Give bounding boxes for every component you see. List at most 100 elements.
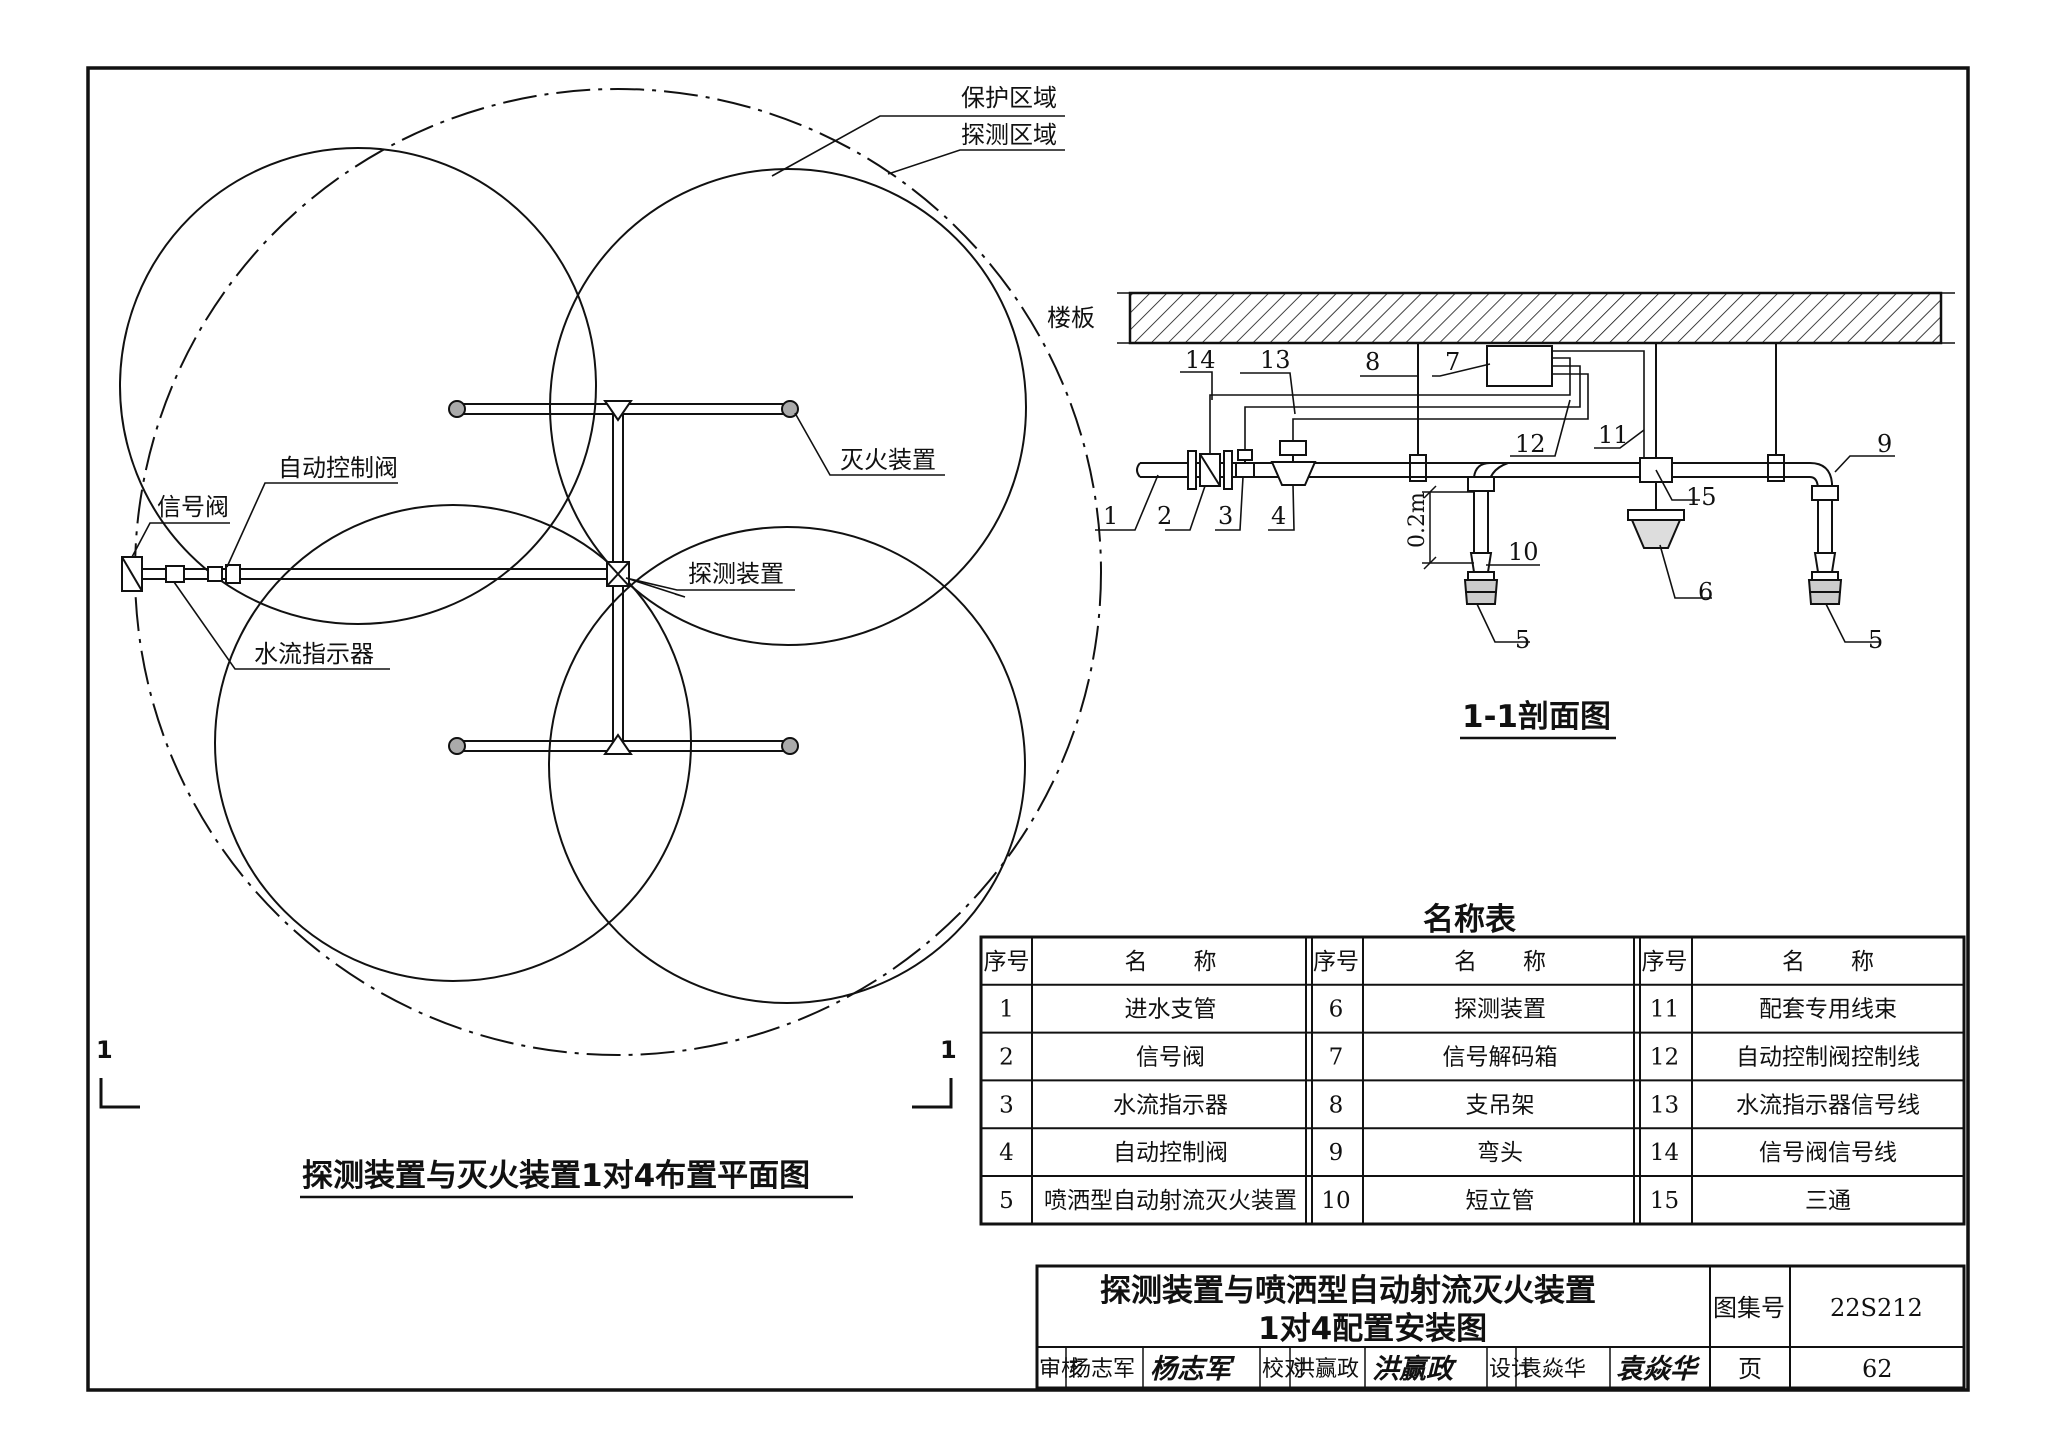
table-title: 名称表 [1423,902,1516,938]
signal-valve-label: 信号阀 [157,493,229,521]
page-number: 62 [1862,1355,1893,1383]
plan-signal-valve [121,556,143,592]
table-cell-no: 6 [1329,997,1344,1023]
table-header-no: 序号 [1642,949,1688,975]
section-title: 1-1剖面图 [1462,699,1611,735]
callout-15: 15 [1686,483,1717,511]
table-cell-name: 喷洒型自动射流灭火装置 [1044,1188,1297,1214]
callout-1: 1 [1103,502,1118,530]
section-signal-valve [1187,450,1233,490]
detector-label: 探测装置 [688,560,784,588]
reviewer-signature: 杨志军 [1150,1354,1235,1385]
atlas-number-label: 图集号 [1713,1294,1785,1322]
drawing-title-line1: 探测装置与喷洒型自动射流灭火装置 [1100,1273,1596,1309]
extinguisher-label: 灭火装置 [840,446,936,474]
table-header-no: 序号 [1313,949,1359,975]
check-label: 校对 [1262,1357,1306,1382]
plan-title: 探测装置与灭火装置1对4布置平面图 [302,1158,810,1194]
plan-tee-fitting [603,733,633,755]
reviewer-name: 杨志军 [1069,1357,1135,1382]
atlas-number: 22S212 [1830,1294,1923,1322]
table-cell-no: 13 [1650,1092,1679,1118]
table-cell-no: 11 [1650,997,1679,1023]
section-view: 楼板 [1047,291,1955,740]
auto-valve-label: 自动控制阀 [278,454,398,482]
table-cell-name: 自动控制阀控制线 [1736,1045,1920,1071]
design-label: 设计 [1489,1357,1533,1382]
callout-10: 10 [1508,538,1539,566]
detection-zone-circle [549,168,1027,646]
table-cell-name: 进水支管 [1125,997,1217,1023]
section-detector [1627,482,1685,549]
detection-zone-circle [548,526,1026,1004]
plan-view: 保护区域 探测区域 自动控制阀 信号阀 水流指示器 灭火装置 探测装置 1 1 … [96,84,1102,1199]
callout-8: 8 [1365,348,1380,376]
designer-name: 袁焱华 [1520,1357,1586,1382]
plan-flow-indicator [165,565,185,583]
section-mark-right [912,1078,953,1109]
table-cell-no: 9 [1329,1140,1344,1166]
protection-zone-label: 保护区域 [961,84,1057,112]
designer-signature: 袁焱华 [1616,1354,1701,1385]
plan-nozzles [448,400,799,755]
plan-leaders [131,115,1065,670]
right-drop-pipe [1809,462,1839,553]
callout-13: 13 [1260,346,1291,374]
section-mark-right-label: 1 [940,1036,957,1064]
table-cell-no: 15 [1650,1188,1679,1214]
flow-indicator-label: 水流指示器 [254,640,374,668]
detection-zone-label: 探测区域 [961,121,1057,149]
table-cell-no: 4 [999,1140,1014,1166]
table-cell-name: 信号阀信号线 [1759,1140,1897,1166]
section-mark-left [99,1078,140,1109]
callout-12: 12 [1515,430,1546,458]
table-cell-name: 探测装置 [1454,997,1546,1023]
detection-zone-circle [119,147,597,625]
table-cell-no: 2 [999,1045,1014,1071]
page-label: 页 [1738,1355,1762,1383]
section-flow-indicator [1235,449,1255,478]
table-cell-no: 14 [1650,1140,1679,1166]
table-cell-no: 7 [1329,1045,1344,1071]
callout-7: 7 [1445,348,1460,376]
dimension-label: 0.2m [1405,492,1430,548]
left-drop-pipe [1467,462,1509,553]
table-cell-name: 水流指示器 [1113,1092,1228,1118]
left-nozzle [1463,552,1499,605]
floor-label: 楼板 [1047,304,1095,332]
table-cell-name: 信号阀 [1136,1045,1205,1071]
table-cell-name: 自动控制阀 [1113,1140,1228,1166]
table-cell-no: 8 [1329,1092,1344,1118]
drawing-title-line2: 1对4配置安装图 [1258,1311,1487,1347]
table-cell-name: 配套专用线束 [1759,997,1897,1023]
section-auto-valve [1270,440,1317,486]
checker-name: 洪赢政 [1293,1357,1359,1382]
table-header-name: 名 称 [1782,949,1874,975]
table-cell-name: 水流指示器信号线 [1736,1092,1920,1118]
table-header-name: 名 称 [1125,949,1217,975]
review-label: 审核 [1039,1357,1083,1382]
callout-14: 14 [1185,346,1216,374]
table-cell-name: 支吊架 [1466,1092,1535,1118]
floor-slab [1128,291,1943,345]
right-nozzle [1807,552,1843,605]
callout-4: 4 [1271,502,1286,530]
table-cell-name: 信号解码箱 [1443,1045,1558,1071]
callout-6: 6 [1698,578,1713,606]
pipe-clamps [1409,454,1785,482]
callout-3: 3 [1218,502,1233,530]
detection-zone-circle [214,504,692,982]
dimension-0-2m [1422,485,1474,570]
callout-5-right: 5 [1868,626,1883,654]
callout-2: 2 [1157,502,1172,530]
table-header-no: 序号 [984,949,1030,975]
callout-leaders [1095,350,1895,643]
callout-11: 11 [1598,421,1629,449]
table-cell-no: 10 [1321,1188,1350,1214]
callout-9: 9 [1877,430,1892,458]
table-cell-name: 三通 [1805,1188,1851,1214]
callout-5-left: 5 [1515,626,1530,654]
decoder-box [1486,345,1553,387]
